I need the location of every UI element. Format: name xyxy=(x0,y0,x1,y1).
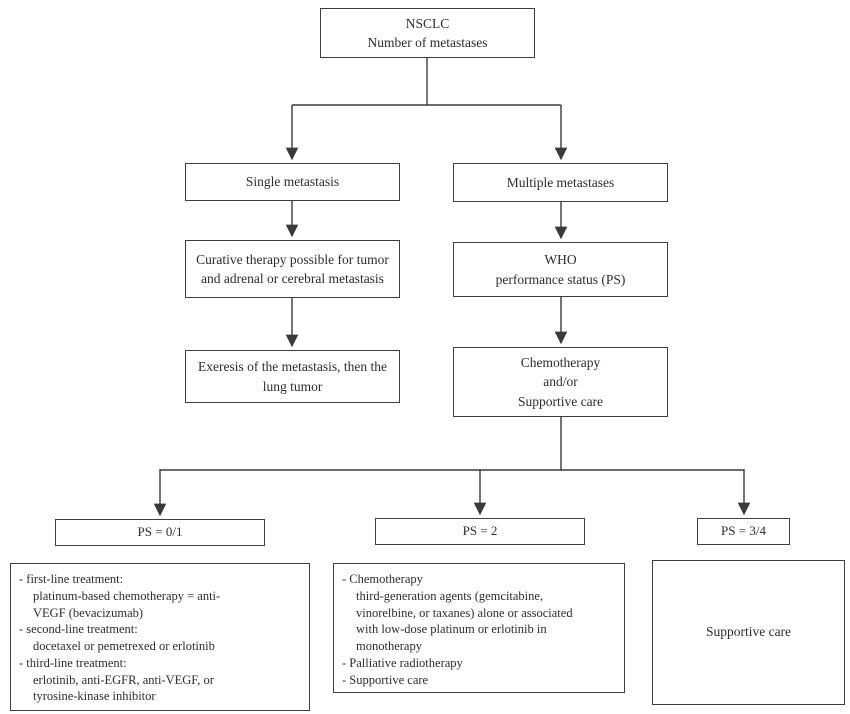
treatment-item-head: - Chemotherapy xyxy=(342,572,423,586)
treatment-item-detail: third-generation agents (gemcitabine, vi… xyxy=(356,588,573,653)
node-nsclc-title: NSCLC xyxy=(405,15,450,31)
panel-ps01-treatment-details: - first-line treatment: platinum-based c… xyxy=(10,563,310,711)
node-chemo-line2: and/or xyxy=(543,374,578,390)
treatment-item-head: - second-line treatment: xyxy=(19,622,138,637)
treatment-item: - second-line treatment: docetaxel or pe… xyxy=(19,621,305,655)
treatment-item: - Palliative radiotherapy xyxy=(342,655,620,672)
node-curative-therapy-label: Curative therapy possible for tumor and … xyxy=(196,251,389,286)
node-who-performance-status: WHO performance status (PS) xyxy=(453,242,668,297)
node-single-metastasis: Single metastasis xyxy=(185,163,400,201)
node-exeresis: Exeresis of the metastasis, then the lun… xyxy=(185,350,400,403)
node-nsclc: NSCLC Number of metastases xyxy=(320,8,535,58)
node-ps-2-label: PS = 2 xyxy=(462,523,498,539)
node-single-metastasis-label: Single metastasis xyxy=(245,174,340,190)
panel-ps2-treatment-details: - Chemotherapy third-generation agents (… xyxy=(333,563,625,693)
node-nsclc-subtitle: Number of metastases xyxy=(367,35,488,50)
treatment-item-head: - first-line treatment: xyxy=(19,572,124,586)
treatment-item: - third-line treatment: erlotinib, anti-… xyxy=(19,655,305,705)
node-who-line1: WHO xyxy=(544,252,577,268)
node-ps-3-4-label: PS = 3/4 xyxy=(721,523,766,539)
treatment-item-detail: docetaxel or pemetrexed or erlotinib xyxy=(33,639,215,653)
node-multiple-metastases-label: Multiple metastases xyxy=(506,174,615,190)
supportive-care-label: Supportive care xyxy=(705,624,792,640)
treatment-item-head: - Palliative radiotherapy xyxy=(342,655,463,670)
node-chemotherapy-supportive: Chemotherapy and/or Supportive care xyxy=(453,347,668,417)
treatment-item-head: - third-line treatment: xyxy=(19,655,127,670)
node-curative-therapy: Curative therapy possible for tumor and … xyxy=(185,240,400,298)
treatment-item-detail: erlotinib, anti-EGFR, anti-VEGF, or tyro… xyxy=(33,672,214,704)
node-who-line2: performance status (PS) xyxy=(495,271,626,287)
node-ps-3-4: PS = 3/4 xyxy=(697,518,790,545)
treatment-item: - first-line treatment: platinum-based c… xyxy=(19,571,305,621)
node-ps-0-1-label: PS = 0/1 xyxy=(137,524,183,540)
treatment-item: - Chemotherapy third-generation agents (… xyxy=(342,571,620,655)
treatment-item-detail: platinum-based chemotherapy = anti- VEGF… xyxy=(33,588,221,620)
node-chemo-line1: Chemotherapy xyxy=(520,355,601,371)
node-chemo-line3: Supportive care xyxy=(517,393,604,409)
treatment-item: - Supportive care xyxy=(342,672,620,689)
node-ps-2: PS = 2 xyxy=(375,518,585,545)
node-ps-0-1: PS = 0/1 xyxy=(55,519,265,546)
treatment-item-head: - Supportive care xyxy=(342,672,429,687)
node-multiple-metastases: Multiple metastases xyxy=(453,163,668,202)
panel-ps34-treatment-details: Supportive care xyxy=(652,560,845,705)
node-exeresis-label: Exeresis of the metastasis, then the lun… xyxy=(198,359,387,394)
